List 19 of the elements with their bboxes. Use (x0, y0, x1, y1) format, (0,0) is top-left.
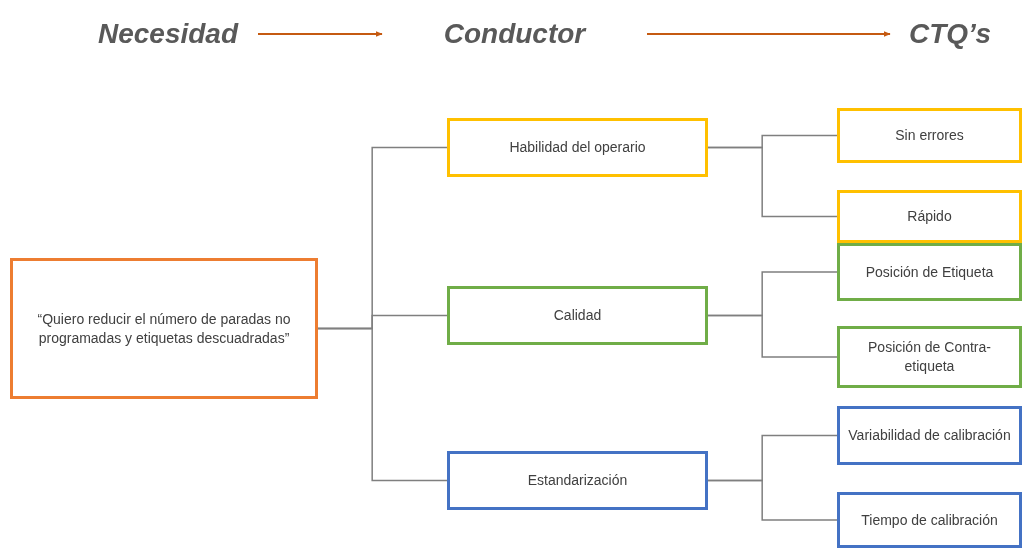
ctq-box: Posición de Etiqueta (837, 243, 1022, 301)
ctq-box: Tiempo de calibración (837, 492, 1022, 548)
ctq-box: Variabilidad de calibración (837, 406, 1022, 465)
stage-heading: Conductor (392, 14, 637, 54)
need-box: “Quiero reducir el número de paradas no programadas y etiquetas descuadradas” (10, 258, 318, 399)
driver-box: Calidad (447, 286, 708, 345)
connector-line (317, 327, 448, 482)
arrow (646, 31, 891, 37)
stage-heading: Necesidad (88, 14, 248, 54)
ctq-box: Rápido (837, 190, 1022, 243)
ctq-box: Sin errores (837, 108, 1022, 163)
connector-line (707, 146, 838, 218)
stage-heading: CTQ’s (900, 14, 1000, 54)
driver-box: Habilidad del operario (447, 118, 708, 177)
arrow (257, 31, 383, 37)
driver-box: Estandarización (447, 451, 708, 510)
connector-line (707, 479, 838, 521)
connector-line (707, 314, 838, 358)
ctq-box: Posición de Contra-etiqueta (837, 326, 1022, 388)
